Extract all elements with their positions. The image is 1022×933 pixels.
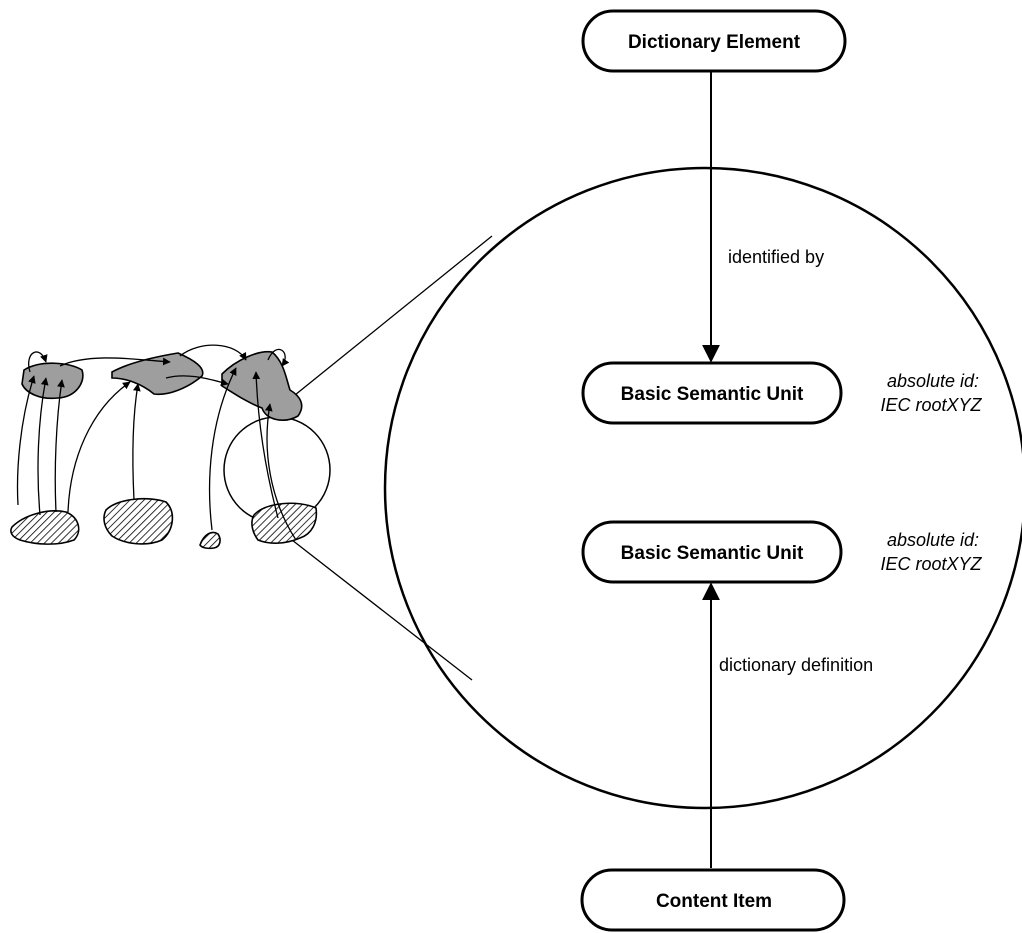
grey-blob-2 — [111, 352, 204, 396]
note-bottom-line2: IEC rootXYZ — [880, 554, 982, 574]
note-bottom-line1: absolute id: — [887, 530, 979, 550]
node-dictionary-element-label: Dictionary Element — [628, 32, 801, 53]
network-arrows — [16, 344, 297, 541]
zoom-line-lower — [291, 539, 473, 681]
grey-blob-3 — [221, 350, 303, 421]
node-content-item: Content Item — [580, 868, 846, 932]
node-bsu-bottom-label: Basic Semantic Unit — [621, 543, 804, 564]
node-bsu-top-label: Basic Semantic Unit — [621, 384, 804, 405]
grey-blob-1 — [21, 362, 84, 400]
edge-label-identified-by: identified by — [728, 247, 824, 267]
node-bsu-top: Basic Semantic Unit — [581, 361, 843, 425]
node-bsu-bottom: Basic Semantic Unit — [581, 520, 843, 584]
node-content-item-label: Content Item — [656, 891, 772, 912]
edge-label-dictionary-definition: dictionary definition — [719, 655, 873, 675]
hatched-blob-2 — [103, 497, 174, 545]
hatched-blob-4 — [251, 502, 318, 544]
zoom-line-upper — [294, 235, 493, 396]
node-dictionary-element: Dictionary Element — [581, 9, 847, 73]
hatched-blob-1 — [10, 510, 80, 545]
note-top-line2: IEC rootXYZ — [880, 395, 982, 415]
zoom-circle — [383, 166, 1022, 810]
note-top-line1: absolute id: — [887, 371, 979, 391]
hatched-blob-3 — [199, 531, 221, 550]
